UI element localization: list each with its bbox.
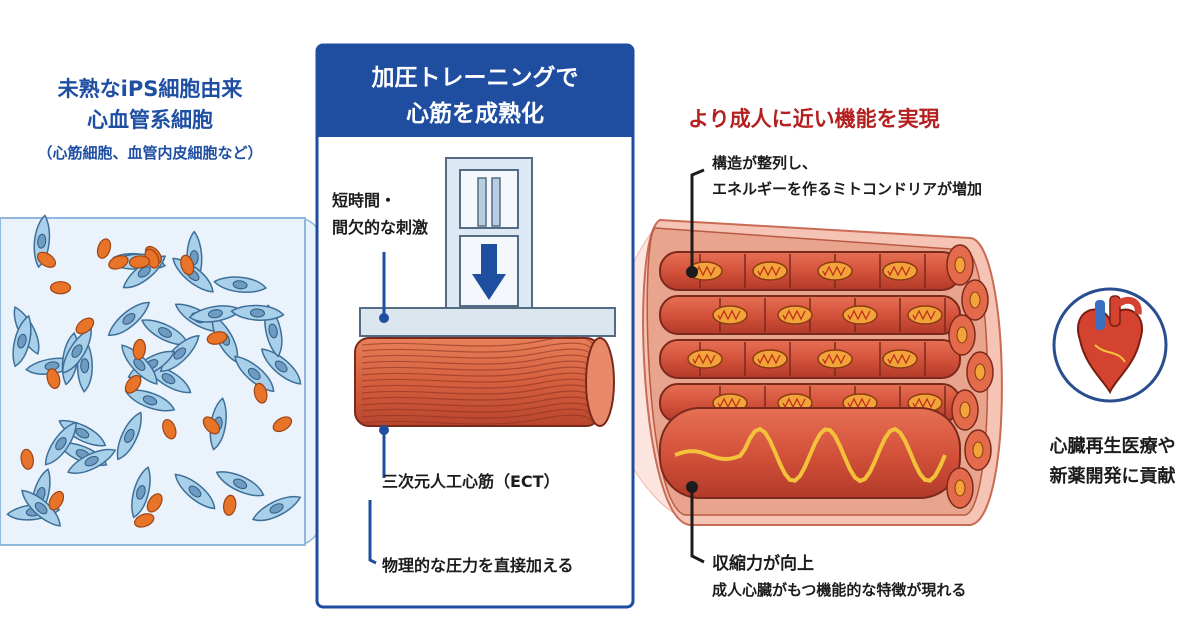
red-cell: [48, 490, 65, 511]
progenitor-cell: [12, 314, 32, 368]
red-cell: [272, 416, 293, 433]
progenitor-cell: [188, 305, 243, 323]
immature-title-line2: 心血管系細胞: [87, 108, 213, 132]
mitochondria-icon: [712, 305, 748, 325]
mitochondria-icon: [777, 305, 813, 325]
contraction-subtitle: 成人心臓がもつ機能的な特徴が現れる: [712, 581, 967, 599]
red-cell: [128, 255, 151, 269]
mitochondria-icon: [817, 261, 853, 281]
progenitor-cell: [116, 411, 142, 461]
cell-cluster: [6, 214, 302, 528]
muscle-fiber: [659, 339, 961, 379]
contribution-line1: 心臓再生医療や: [1049, 436, 1176, 457]
progenitor-cell: [159, 334, 200, 372]
center-header: [317, 45, 633, 137]
ect-cylinder: [354, 336, 615, 427]
progenitor-cell: [213, 276, 268, 293]
red-cell: [162, 418, 177, 440]
progenitor-cell: [215, 471, 265, 497]
training-title-line1: 加圧トレーニングで: [371, 65, 579, 91]
immature-title-line1: 未熟なiPS細胞由来: [57, 77, 243, 101]
red-cell: [96, 238, 112, 259]
ect-label: 三次元人工心筋（ECT）: [382, 472, 560, 491]
progenitor-cell: [66, 448, 117, 474]
mitochondria-icon: [907, 305, 943, 325]
mitochondria-icon: [752, 261, 788, 281]
red-cell: [132, 338, 146, 360]
pressure-callout: [368, 500, 377, 565]
progenitor-cell: [174, 473, 216, 510]
contraction-callout: [690, 487, 705, 564]
red-cell: [36, 251, 57, 268]
result-title: より成人に近い機能を実現: [688, 107, 940, 131]
structure-label-line1: 構造が整列し、: [712, 154, 818, 172]
structure-label-line2: エネルギーを作るミトコンドリアが増加: [712, 180, 983, 198]
mitochondria-icon: [842, 305, 878, 325]
red-cell: [206, 331, 228, 345]
mitochondria-icon: [882, 261, 918, 281]
red-cell: [202, 416, 221, 435]
mitochondria-icon: [687, 349, 723, 369]
progenitor-cell: [62, 328, 92, 374]
red-cell: [49, 281, 72, 295]
press-arrow-icon: [472, 244, 506, 300]
red-cell: [222, 494, 237, 516]
contribution-line2: 新薬開発に貢献: [1049, 466, 1176, 487]
stimulus-label-line1: 短時間・: [332, 191, 397, 210]
progenitor-cell: [251, 495, 302, 522]
progenitor-cell: [21, 489, 61, 527]
structure-callout: [690, 168, 705, 272]
immature-subtitle: （心筋細胞、血管内皮細胞など）: [37, 144, 263, 162]
red-cell: [108, 255, 129, 270]
progenitor-cell: [230, 304, 285, 321]
red-cell: [75, 317, 95, 335]
progenitor-cell: [124, 389, 176, 412]
mitochondria-icon: [882, 349, 918, 369]
muscle-bundle: [642, 218, 1003, 526]
red-cell: [124, 374, 142, 394]
progenitor-cell: [107, 301, 151, 337]
training-title-line2: 心筋を成熟化: [406, 101, 544, 127]
red-cell: [134, 513, 155, 528]
red-cell: [253, 382, 268, 404]
red-cell: [146, 493, 163, 513]
stimulus-label-line2: 間欠的な刺激: [332, 218, 429, 237]
press-device: [359, 157, 616, 337]
red-cell: [20, 448, 34, 470]
red-cell: [180, 254, 195, 276]
progenitor-cell: [234, 355, 275, 393]
mitochondria-icon: [817, 349, 853, 369]
mitochondria-icon: [752, 349, 788, 369]
progenitor-cell: [131, 466, 151, 519]
contraction-wave: [674, 426, 947, 484]
pressure-label: 物理的な圧力を直接加える: [382, 556, 574, 575]
heart-icon: [1052, 287, 1168, 403]
progenitor-cell: [44, 421, 77, 466]
red-cell: [46, 368, 61, 389]
contraction-title: 収縮力が向上: [712, 554, 814, 574]
